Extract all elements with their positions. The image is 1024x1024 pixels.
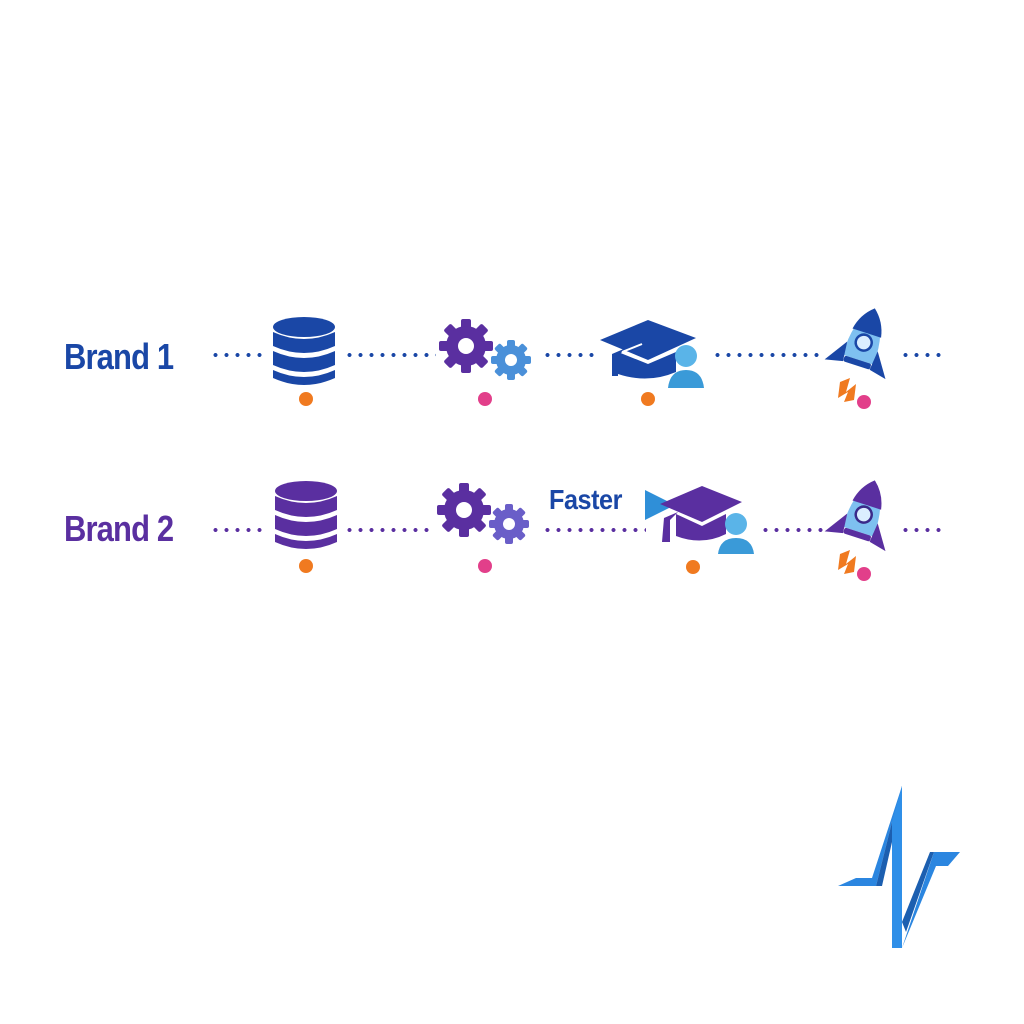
connector-line: [900, 353, 946, 357]
graduation-cap-user-icon: [600, 320, 704, 388]
stage-marker-orange: [299, 392, 313, 406]
gears-icon: [437, 483, 529, 544]
stage-marker-pink: [478, 559, 492, 573]
pulse-logo-icon: [838, 786, 960, 948]
rocket-icon: [824, 480, 886, 581]
brand-2-label: Brand 2: [64, 508, 174, 549]
connector-line: [210, 353, 268, 357]
database-icon: [273, 317, 335, 385]
rocket-icon: [824, 308, 886, 409]
connector-line: [760, 528, 826, 532]
connector-line: [542, 353, 598, 357]
database-icon: [275, 481, 337, 549]
connector-line: [900, 528, 946, 532]
play-arrow-icon: [645, 490, 675, 520]
connector-line: [210, 528, 268, 532]
connector-line: [344, 353, 436, 357]
gears-icon: [439, 319, 531, 380]
brand-1-label: Brand 1: [64, 336, 174, 377]
stage-marker-pink: [478, 392, 492, 406]
stage-marker-orange: [686, 560, 700, 574]
graduation-cap-user-icon: [660, 486, 754, 554]
connector-line: [344, 528, 434, 532]
stage-marker-orange: [641, 392, 655, 406]
stage-marker-orange: [299, 559, 313, 573]
connector-line: [712, 353, 824, 357]
faster-annotation: Faster: [549, 484, 622, 515]
connector-line: [542, 528, 646, 532]
